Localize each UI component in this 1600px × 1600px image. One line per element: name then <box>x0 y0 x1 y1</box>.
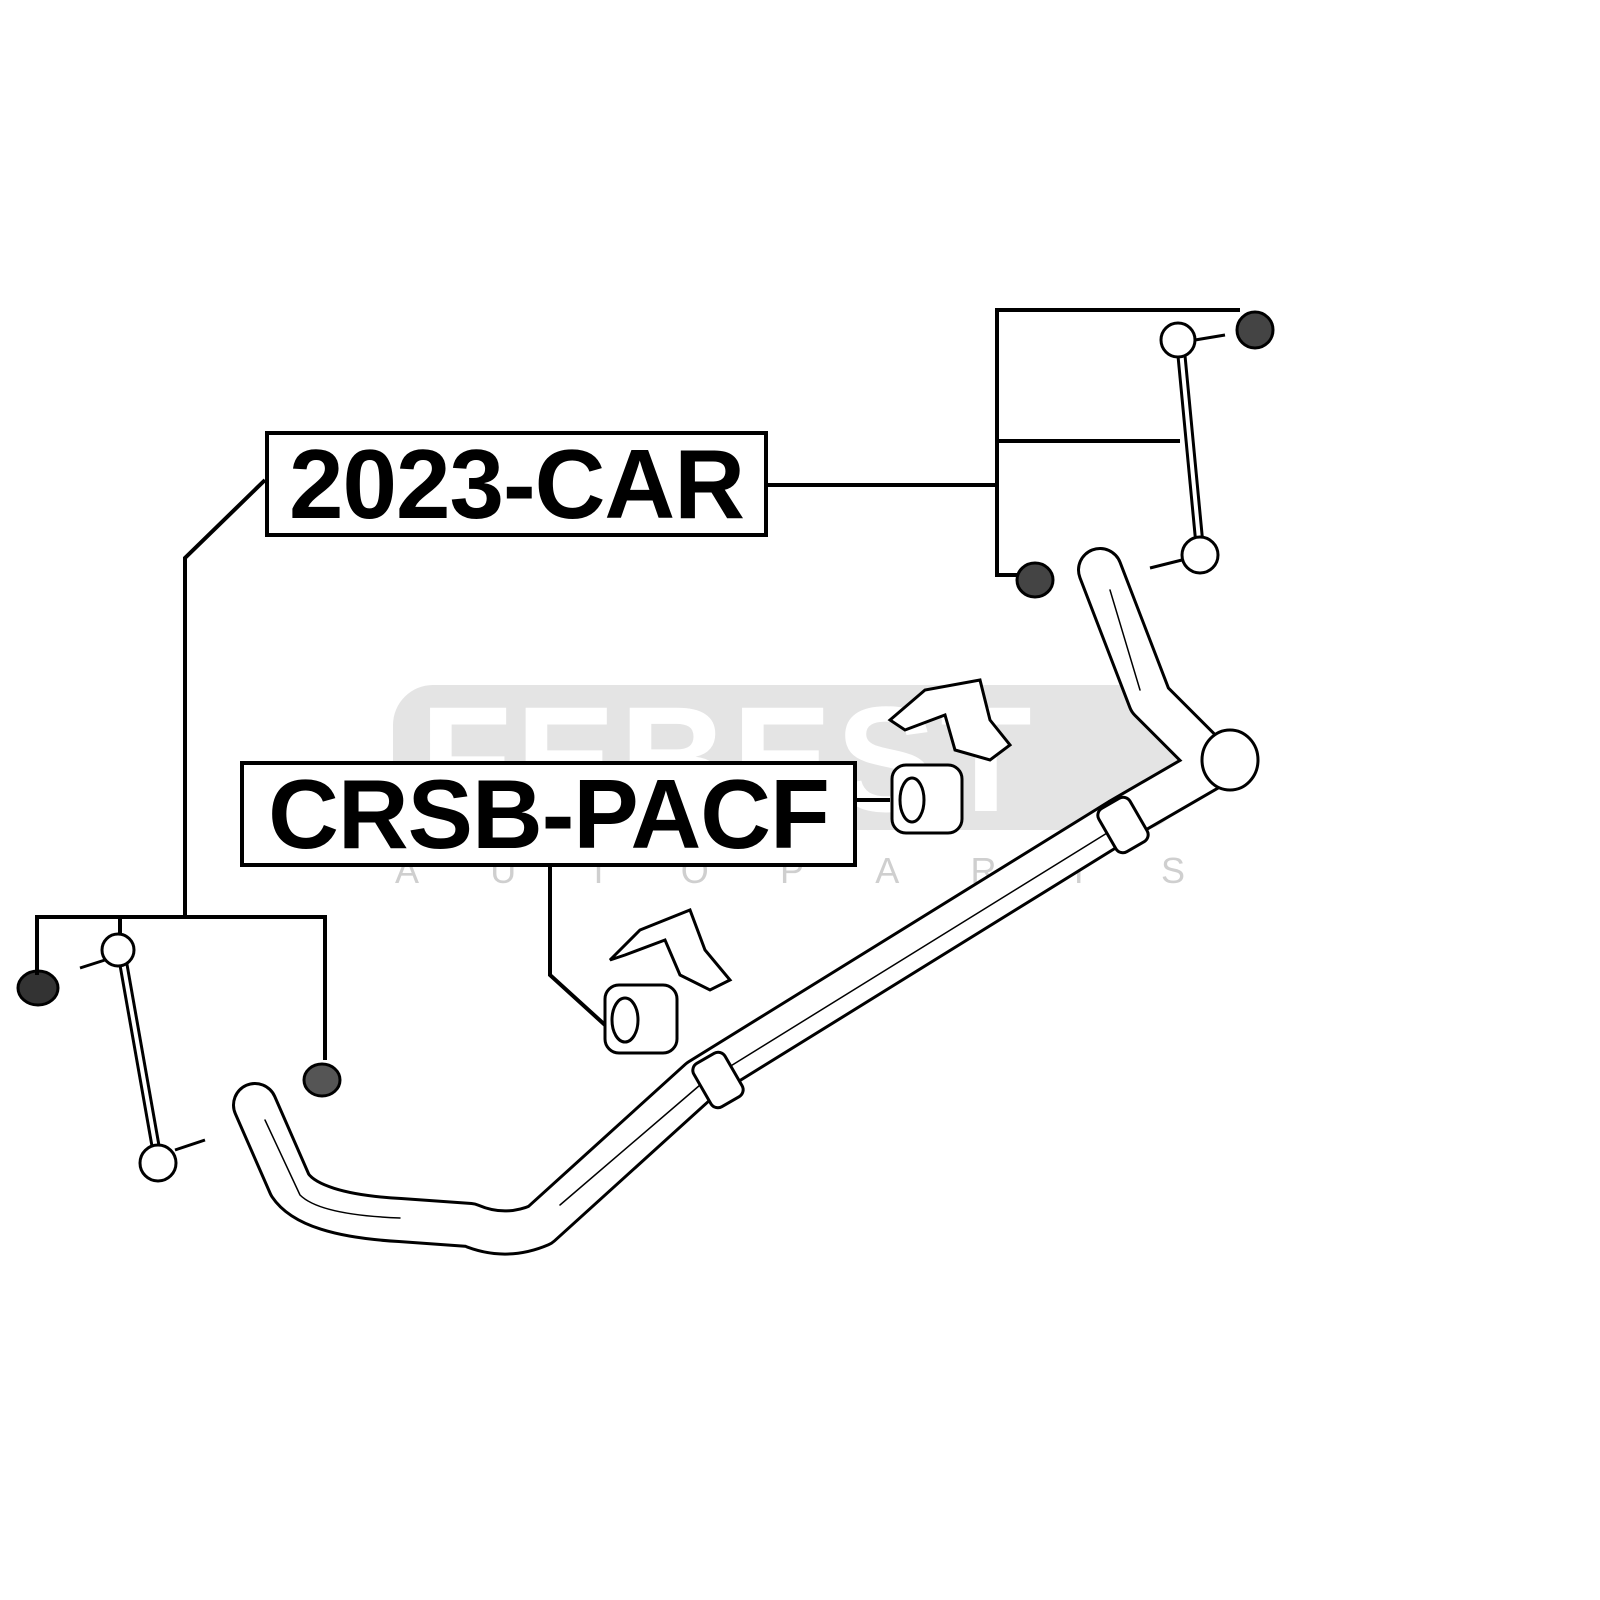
right-stabilizer-link <box>1015 310 1275 599</box>
tagline-letter: A <box>875 850 900 891</box>
bushing-upper <box>887 678 1013 835</box>
bushing-lower <box>603 908 733 1055</box>
part-label-stabilizer-link: 2023-CAR <box>265 431 768 537</box>
part-label-stabilizer-bushing: CRSB-PACF <box>240 761 857 867</box>
left-stabilizer-link <box>16 932 342 1183</box>
stabilizer-bar <box>232 547 1260 1256</box>
tagline-letter: S <box>1160 850 1185 891</box>
leader-lines <box>35 308 1240 1060</box>
